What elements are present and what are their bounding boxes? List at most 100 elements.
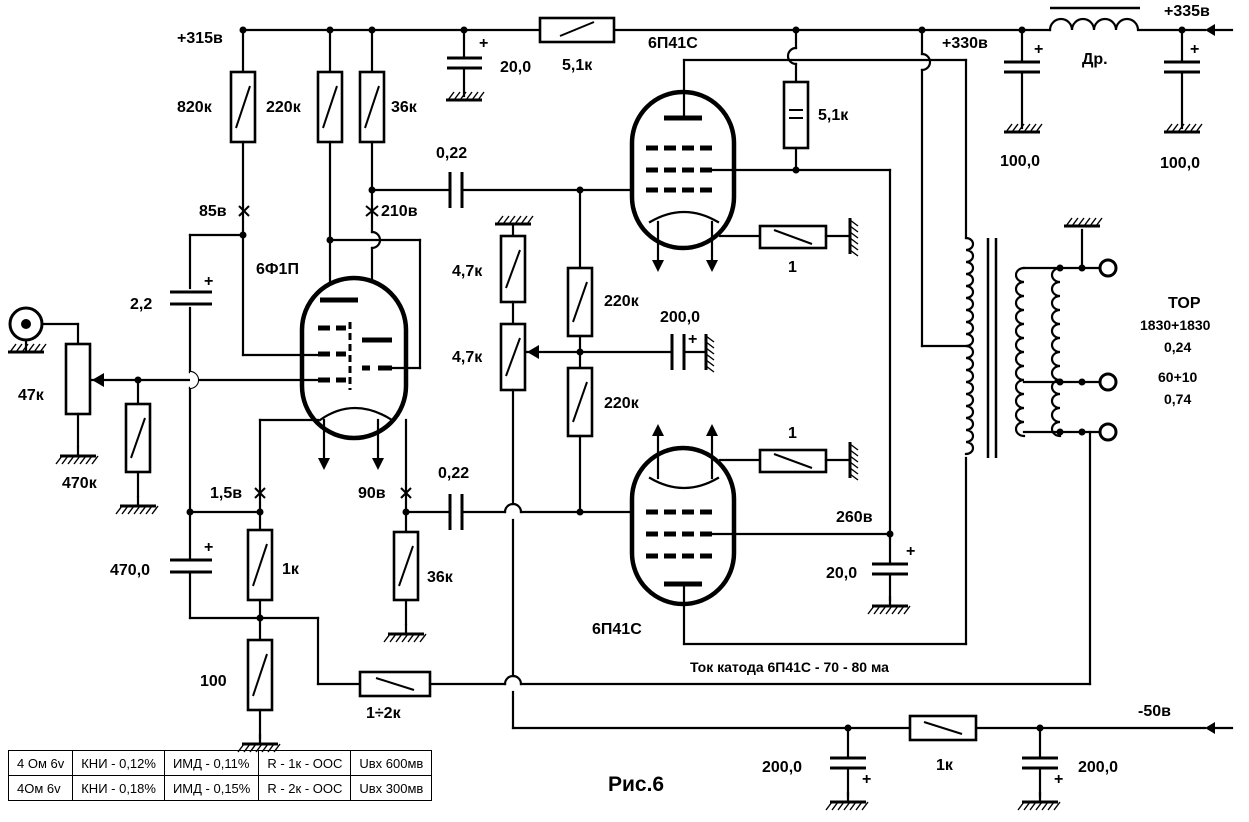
label-transformer-name: ТОР <box>1168 295 1201 312</box>
capacitor-022-a <box>448 172 464 208</box>
capacitor-200-a <box>824 724 870 812</box>
label-tube-out-bottom: 6П41С <box>592 621 642 638</box>
capacitor-100-b <box>1162 26 1204 134</box>
label-47k-b: 4,7к <box>452 349 483 366</box>
label-minus50v: -50в <box>1138 703 1171 720</box>
label-36k-a: 36к <box>391 99 418 116</box>
plus-sign: + <box>688 331 697 348</box>
label-100: 100 <box>200 673 227 690</box>
label-cathode-note: Ток катода 6П41С - 70 - 80 ма <box>690 659 889 675</box>
label-tube-out-top: 6П41С <box>648 35 698 52</box>
label-220k-a: 220к <box>266 99 302 116</box>
plus-sign: + <box>204 539 213 556</box>
tube-output-top <box>629 89 737 272</box>
capacitor-022-b <box>448 494 464 530</box>
resistor-51k-screen <box>782 26 810 172</box>
resistor-220k-a <box>316 26 344 292</box>
label-220k-c: 220к <box>604 395 640 412</box>
label-1-bottom: 1 <box>788 425 797 442</box>
output-transformer <box>964 216 1118 458</box>
tube-6f1p <box>299 275 409 470</box>
label-15v: 1,5в <box>210 485 242 502</box>
b-plus-rail <box>241 24 1234 36</box>
tube-output-bottom <box>629 424 737 607</box>
capacitor-200-b <box>1016 724 1062 812</box>
capacitor-100-a <box>1002 26 1044 134</box>
test-point-85v <box>238 205 250 217</box>
plus-sign: + <box>204 273 213 290</box>
test-point-90v <box>400 487 412 499</box>
resistor-1k-bias <box>908 714 978 742</box>
label-335v: +335в <box>1164 3 1210 20</box>
capacitor-20-top <box>444 26 486 102</box>
resistor-820k <box>229 26 257 357</box>
figure-label: Рис.6 <box>608 773 665 796</box>
spec-cell: R - 2к - ООС <box>258 775 352 801</box>
label-220k-b: 220к <box>604 293 640 310</box>
spec-cell: КНИ - 0,12% <box>72 750 165 776</box>
plus-sign: + <box>479 35 488 52</box>
resistor-470k <box>114 378 160 516</box>
label-transformer-secondary: 60+10 <box>1158 369 1198 385</box>
resistor-51k-top <box>538 16 616 44</box>
capacitor-470 <box>170 510 262 620</box>
spec-cell: ИМД - 0,11% <box>163 750 260 776</box>
resistor-220k-b <box>566 188 594 370</box>
test-point-15v <box>254 487 266 499</box>
label-022-b: 0,22 <box>438 465 469 482</box>
label-51k-top: 5,1к <box>562 57 593 74</box>
label-100-b: 100,0 <box>1160 155 1200 172</box>
resistor-1-top <box>718 216 860 258</box>
label-1-top: 1 <box>788 259 797 276</box>
resistor-1-bottom <box>718 440 860 482</box>
spec-cell: R - 1к - ООС <box>258 750 352 776</box>
label-260v: 260в <box>836 509 873 526</box>
input-jack <box>6 306 80 354</box>
plus-sign: + <box>1190 41 1199 58</box>
capacitor-20-mid <box>866 532 912 616</box>
label-100-a: 100,0 <box>1000 153 1040 170</box>
label-20-top: 20,0 <box>500 59 531 76</box>
spec-cell: 4Ом 6v <box>7 775 74 801</box>
resistor-1k <box>246 528 274 642</box>
potentiometer-47k <box>54 342 320 466</box>
label-022-a: 0,22 <box>436 145 467 162</box>
label-tube-in: 6Ф1П <box>256 261 299 278</box>
label-20-mid: 20,0 <box>826 565 857 582</box>
capacitor-200-mid <box>578 332 716 374</box>
label-choke: Др. <box>1082 51 1108 68</box>
spec-cell: Uвх 300мв <box>350 775 433 801</box>
label-51k-screen: 5,1к <box>818 107 849 124</box>
spec-cell: Uвх 600мв <box>350 750 433 776</box>
label-315v: +315в <box>177 30 223 47</box>
label-820k: 820к <box>177 99 213 116</box>
label-47k-a: 4,7к <box>452 263 483 280</box>
resistor-36k-b <box>382 530 428 644</box>
label-1k-bias: 1к <box>936 757 954 774</box>
label-200-b: 200,0 <box>1078 759 1118 776</box>
label-pot-47k: 47к <box>18 387 45 404</box>
label-36k-b: 36к <box>427 569 454 586</box>
spec-cell: ИМД - 0,15% <box>163 775 260 801</box>
label-90v: 90в <box>358 485 386 502</box>
label-transformer-primary-wire: 0,24 <box>1164 339 1191 355</box>
spec-row: 4Ом 6v КНИ - 0,18% ИМД - 0,15% R - 2к - … <box>7 775 433 801</box>
plus-sign: + <box>862 771 871 788</box>
label-85v: 85в <box>199 203 227 220</box>
spec-cell: КНИ - 0,18% <box>72 775 165 801</box>
label-200-mid: 200,0 <box>660 309 700 326</box>
label-200-a: 200,0 <box>762 759 802 776</box>
resistor-47k-a <box>499 222 527 326</box>
label-330v: +330в <box>942 35 988 52</box>
spec-row: 4 Ом 6v КНИ - 0,12% ИМД - 0,11% R - 1к -… <box>7 750 433 776</box>
label-transformer-secondary-wire: 0,74 <box>1164 391 1191 407</box>
choke-inductor <box>1048 6 1140 32</box>
spec-cell: 4 Ом 6v <box>7 750 74 776</box>
label-470: 470,0 <box>110 562 150 579</box>
plus-sign: + <box>906 543 915 560</box>
test-point-210v <box>365 205 379 217</box>
plus-sign: + <box>1054 771 1063 788</box>
resistor-220k-c <box>566 366 594 514</box>
label-transformer-primary: 1830+1830 <box>1140 317 1211 333</box>
